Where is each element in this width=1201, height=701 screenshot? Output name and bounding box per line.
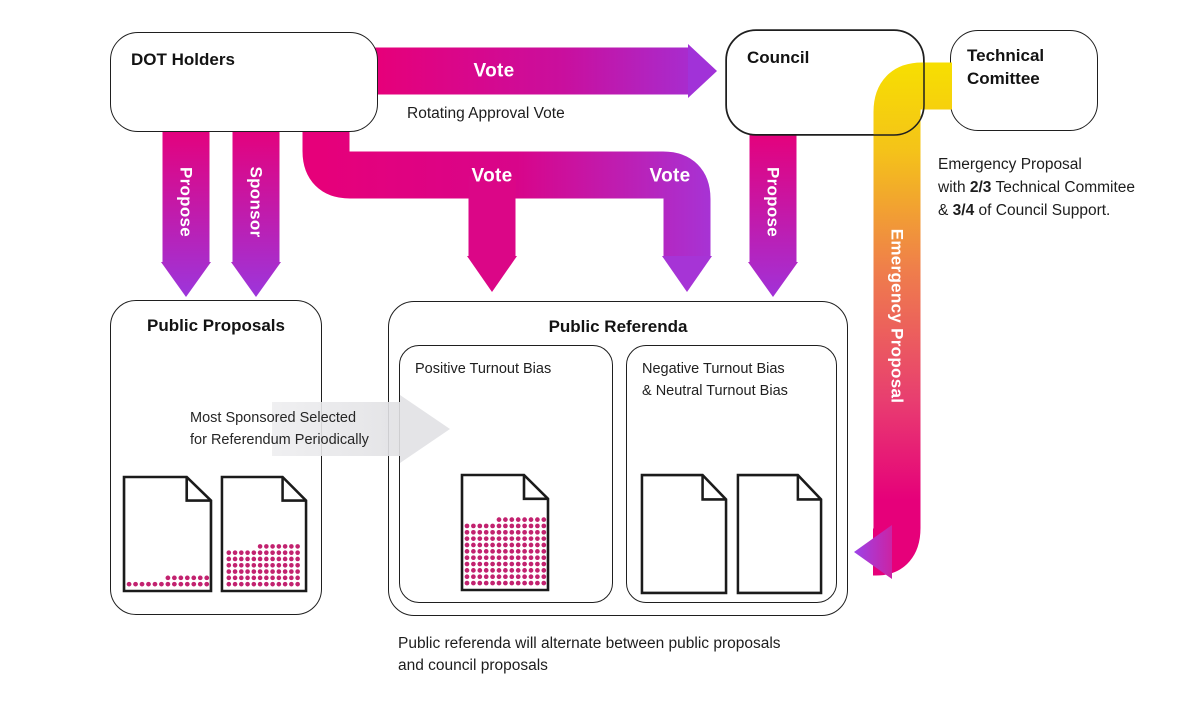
council-title: Council [747,48,810,67]
vote-dots [464,517,547,586]
sponsor-arrow: Sponsor [231,120,281,297]
dot-holders-title: DOT Holders [131,50,235,69]
vote-top-label: Vote [474,61,515,82]
vote-band-to-referenda: Vote Vote [302,118,712,292]
vote-dots [226,544,300,587]
selection-arrow [272,395,450,463]
dot-holders-box: DOT Holders [110,32,378,132]
propose-council-label: Propose [764,167,783,237]
emergency-proposal-label: Emergency Proposal [888,229,907,404]
technical-title-line2: Comittee [967,68,1040,88]
propose-arrow-dot-holders: Propose [161,120,211,297]
selection-text-line2: for Referendum Periodically [190,432,369,448]
emergency-note: Emergency Proposal with 2/3 Technical Co… [938,153,1135,222]
caption-line1: Public referenda will alternate between … [398,635,781,652]
document-icon-proposal-low [122,475,213,593]
positive-turnout-label: Positive Turnout Bias [415,361,552,377]
negative-turnout-label-line1: Negative Turnout Bias [642,361,785,377]
caption-line2: and council proposals [398,657,548,674]
document-icon-referendum-votes [460,473,550,592]
emergency-note-line3: & 3/4 of Council Support. [938,202,1111,219]
selection-text-line1: Most Sponsored Selected [190,410,357,426]
propose-arrow-council: Propose [748,130,798,297]
document-icon-proposal-high [220,475,308,593]
propose-dot-label: Propose [177,167,196,237]
document-icon-referendum-empty-1 [640,473,728,595]
vote-mid-left-label: Vote [472,166,513,187]
technical-committee-box: Technical Comittee [950,30,1098,131]
selection-arrow-text: Most Sponsored Selected for Referendum P… [190,407,369,451]
vote-arrow-top: Vote [370,44,717,98]
council-border-overlay [725,29,925,136]
public-referenda-title: Public Referenda [548,317,688,336]
vote-mid-right-label: Vote [650,166,691,187]
rotating-approval-vote-note: Rotating Approval Vote [407,105,565,122]
document-icon-referendum-empty-2 [736,473,823,595]
vote-dots [126,575,210,587]
negative-turnout-label-line2: & Neutral Turnout Bias [642,382,788,399]
public-proposals-title: Public Proposals [147,316,285,335]
emergency-note-line2: with 2/3 Technical Commitee [938,179,1136,196]
emergency-note-line1: Emergency Proposal [938,156,1082,173]
technical-title-line1: Technical [967,46,1045,65]
bottom-caption: Public referenda will alternate between … [398,633,781,677]
sponsor-label: Sponsor [247,166,266,237]
emergency-proposal-arrow: Emergency Proposal [854,62,952,579]
